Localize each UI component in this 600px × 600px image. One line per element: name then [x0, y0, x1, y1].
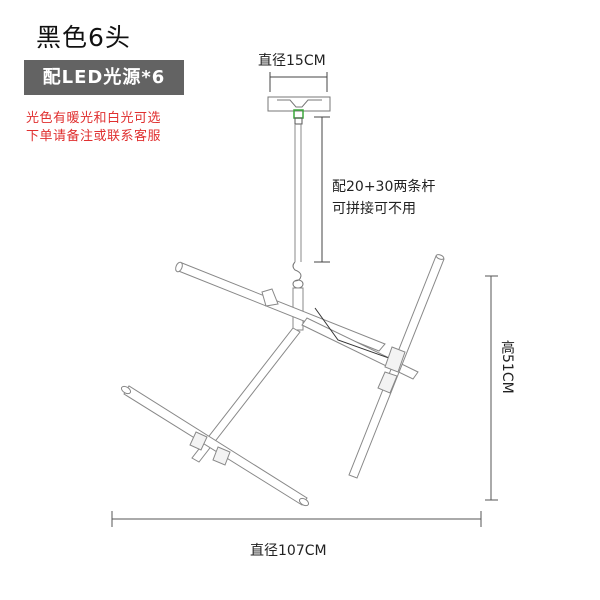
canopy-dimension-line	[269, 72, 328, 92]
rod-note-line2: 可拼接可不用	[332, 201, 416, 217]
arm-upper-left	[175, 261, 386, 352]
width-label: 直径107CM	[250, 543, 327, 559]
width-dimension-line	[111, 511, 482, 527]
arm-far-right	[348, 254, 445, 479]
ceiling-canopy	[267, 96, 331, 112]
height-dimension-line	[485, 275, 498, 501]
arm-lower-left	[191, 327, 301, 463]
color-option-note: 光色有暖光和白光可选	[26, 111, 162, 126]
height-label: 高51CM	[499, 340, 515, 394]
product-title: 黑色6头	[36, 23, 131, 52]
canopy-diameter-label: 直径15CM	[258, 53, 326, 69]
rod-length-bracket	[314, 116, 330, 263]
arm-bottom	[120, 385, 310, 507]
light-source-badge: 配LED光源*6	[24, 60, 184, 95]
order-remark-note: 下单请备注或联系客服	[26, 129, 162, 144]
downrod	[294, 124, 302, 262]
rod-note-line1: 配20+30两条杆	[332, 179, 436, 195]
